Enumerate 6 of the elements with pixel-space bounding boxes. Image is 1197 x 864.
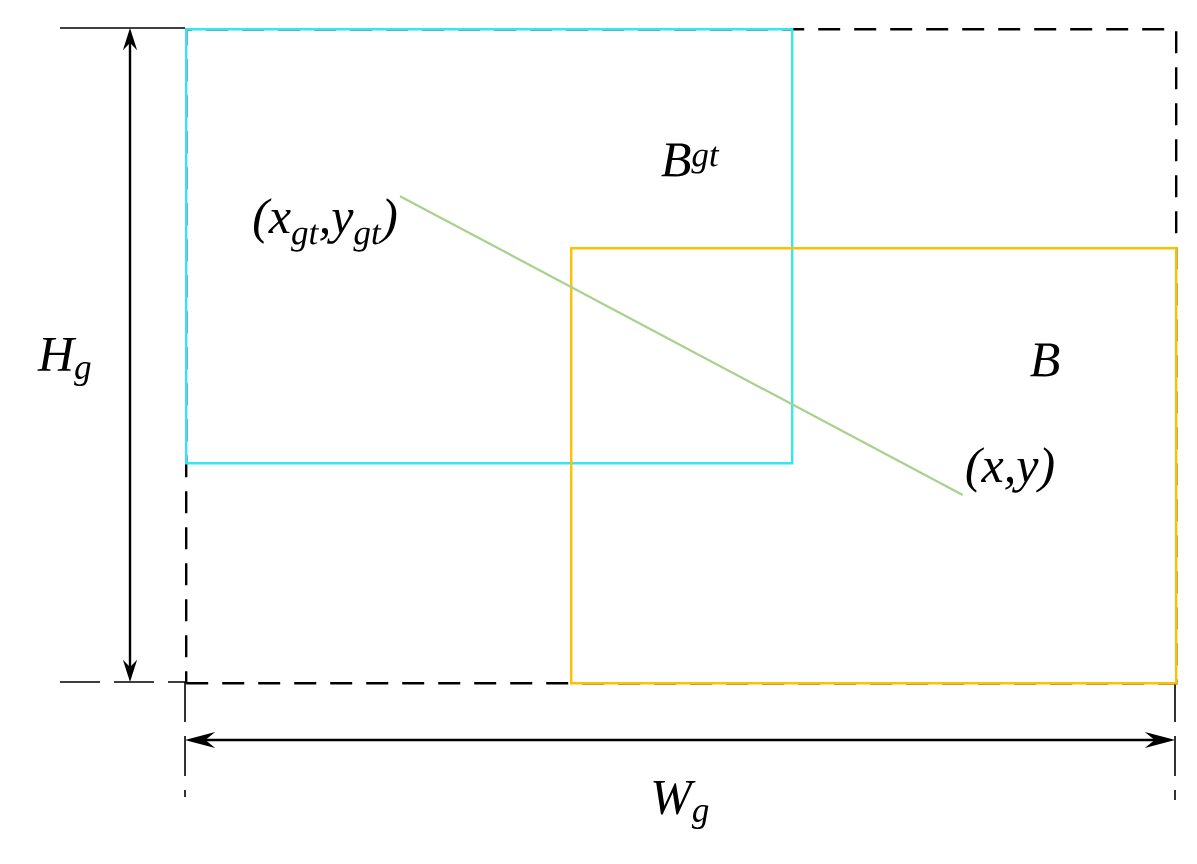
center-label: (x,y) [966, 447, 1054, 493]
enclosing-box [185, 28, 1178, 685]
center-label: (x$_{gt}$,y$_{gt}$) [253, 198, 397, 252]
dimension-label: H$_{g}$ [36, 336, 94, 388]
dimension-label: W$_{g}$ [649, 779, 711, 831]
connector-line [399, 195, 964, 496]
